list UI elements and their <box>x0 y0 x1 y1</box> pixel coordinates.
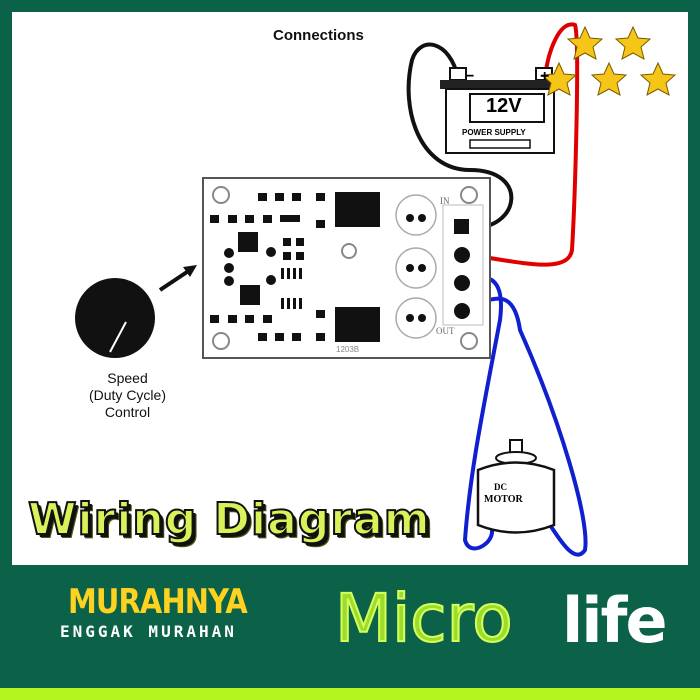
slogan-main: MURAHNYA <box>68 582 248 622</box>
star-icon <box>614 25 652 60</box>
arrow-icon <box>158 268 192 292</box>
terminal-in-label: IN <box>440 196 450 206</box>
terminal-out-2 <box>454 303 470 319</box>
red-wire <box>469 22 580 267</box>
star-icon <box>639 61 677 96</box>
pwm-board <box>202 177 491 359</box>
wiring-diagram-heading: Wiring Diagram <box>27 493 431 546</box>
capacitors <box>395 194 437 339</box>
star-icon <box>590 61 628 96</box>
wiring-diagram <box>75 22 677 557</box>
logo-life: life <box>562 584 668 657</box>
battery-voltage: 12V <box>486 95 522 117</box>
diagram-title: Connections <box>273 27 364 44</box>
dc-motor-icon <box>476 439 556 534</box>
logo-micro: Micro <box>334 579 514 658</box>
terminal-out-1 <box>454 275 470 291</box>
blue-wire-1 <box>462 276 503 551</box>
battery-label: POWER SUPPLY <box>462 128 526 137</box>
battery-minus: − <box>465 68 475 85</box>
terminal-in-2 <box>454 247 470 263</box>
blue-wire-2 <box>464 296 588 557</box>
slogan-sub: ENGGAK MURAHAN <box>60 622 237 641</box>
terminal-in-1 <box>454 219 469 234</box>
wiring-diagram-area <box>12 12 688 565</box>
battery-icon <box>440 67 560 154</box>
star-icon <box>566 25 604 60</box>
star-icon <box>540 61 578 96</box>
terminal-out-label: OUT <box>436 326 455 336</box>
chip-label: 1203B <box>336 345 360 354</box>
battery-plus: + <box>540 68 550 85</box>
speed-knob-icon <box>75 278 155 358</box>
rating-stars <box>540 25 677 96</box>
motor-label-1: DC <box>494 482 507 492</box>
motor-label-2: MOTOR <box>484 494 523 505</box>
accent-strip <box>0 688 700 700</box>
knob-label: Speed (Duty Cycle) Control <box>88 370 166 420</box>
black-wire <box>406 42 514 231</box>
